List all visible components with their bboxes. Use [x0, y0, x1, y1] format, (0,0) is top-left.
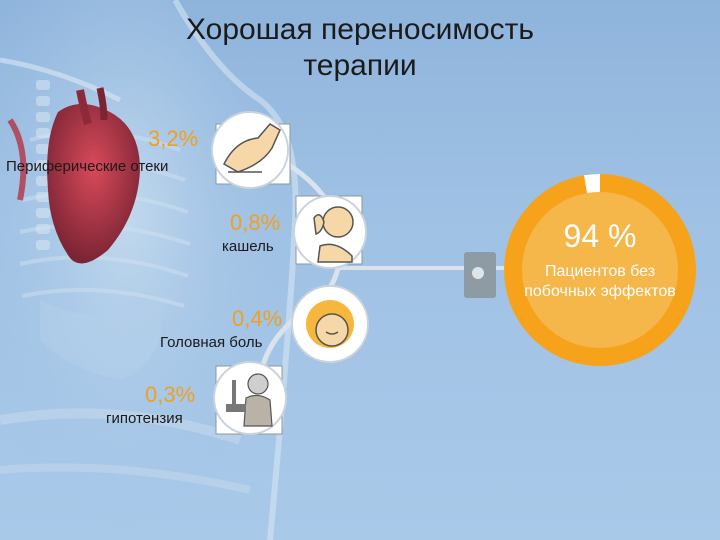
page-title: Хорошая переносимость терапии: [185, 13, 535, 82]
item-label-hypotension: гипотензия: [106, 410, 183, 427]
item-label-edema: Периферические отеки: [6, 158, 169, 175]
item-label-cough: кашель: [222, 238, 274, 255]
spine: [36, 80, 50, 250]
item-percent-hypotension: 0,3%: [145, 382, 196, 407]
connector-curve: [255, 147, 343, 391]
item-label-headache: Головная боль: [160, 334, 263, 351]
item-percent-edema: 3,2%: [148, 126, 199, 151]
coughing-man-icon: [293, 195, 367, 269]
blood-pressure-grandmother-icon: [213, 361, 287, 435]
heart-illustration: [7, 87, 140, 264]
headache-woman-icon: [291, 285, 369, 363]
summary-donut: [504, 173, 696, 366]
summary-caption: Пациентов без побочных эффектов: [524, 263, 676, 300]
swollen-leg-icon: [211, 111, 291, 189]
summary-percent: 94 %: [563, 218, 637, 254]
item-percent-cough: 0,8%: [230, 210, 281, 235]
connector-joint: [464, 252, 496, 298]
item-percent-headache: 0,4%: [232, 306, 283, 331]
